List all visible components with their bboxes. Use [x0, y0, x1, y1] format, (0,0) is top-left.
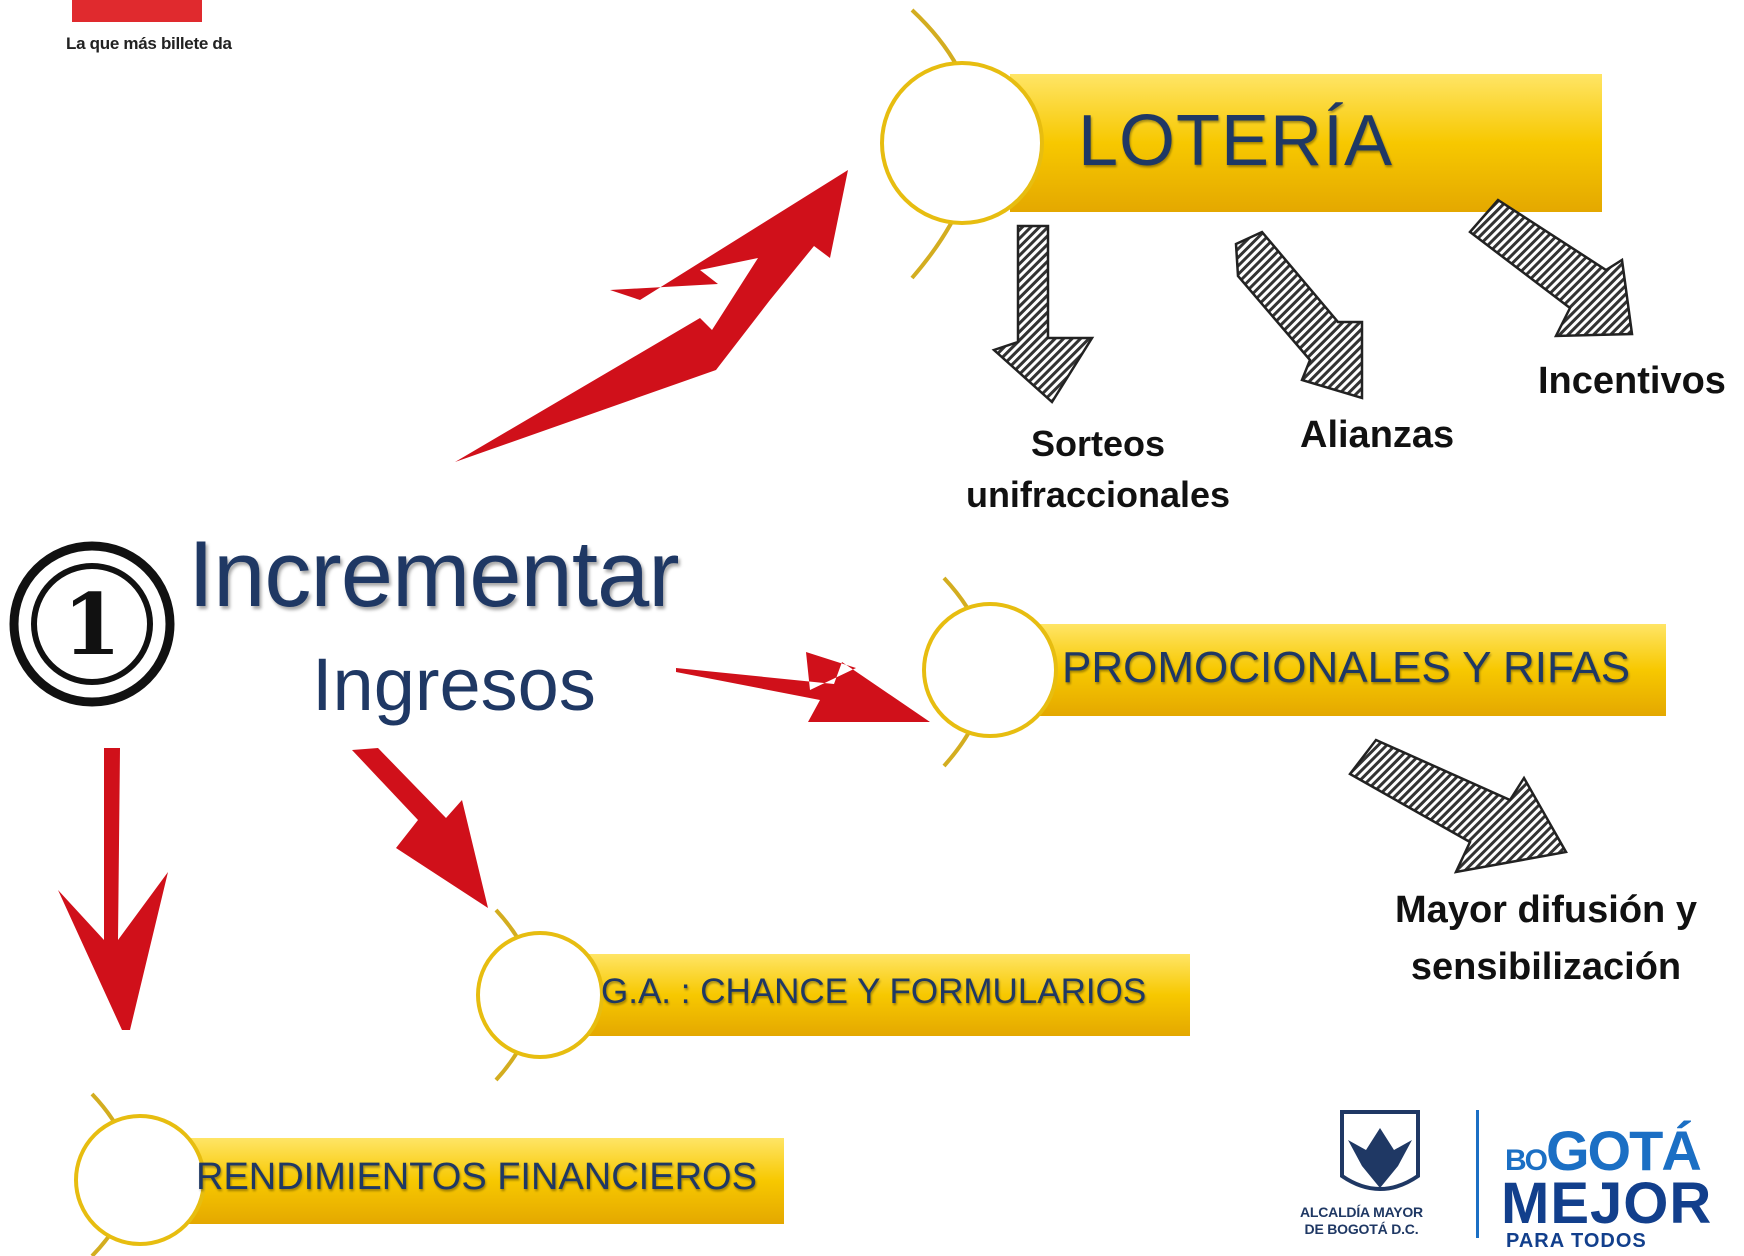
brand-tagline: La que más billete da — [66, 34, 232, 53]
ga-bar — [540, 954, 1190, 1036]
mayor-difusion-line-1: Mayor difusión y — [1395, 889, 1697, 931]
rendimientos-circle — [74, 1114, 206, 1246]
rendimientos-node — [74, 1092, 784, 1256]
bogota-logo-large: GOTÁ — [1546, 1119, 1702, 1182]
hatched-arrow-alianzas — [1234, 230, 1364, 400]
bogota-logo-word: BOGOTÁ — [1505, 1118, 1702, 1183]
alcaldia-line-2: DE BOGOTÁ D.C. — [1304, 1221, 1419, 1237]
promocionales-node — [922, 576, 1666, 768]
alcaldia-emblem — [1340, 1110, 1479, 1238]
promocionales-bar — [1010, 624, 1666, 716]
emblem-eagle — [1348, 1128, 1412, 1188]
red-arrow-to-rendimientos — [58, 748, 168, 1030]
sorteos-line-2: unifraccionales — [965, 474, 1231, 515]
alcaldia-logo-text: ALCALDÍA MAYOR DE BOGOTÁ D.C. — [1300, 1204, 1423, 1238]
mejor-logo-word: MEJOR — [1501, 1171, 1713, 1236]
loteria-label: LOTERÍA — [1078, 101, 1394, 181]
red-arrows — [58, 170, 930, 1030]
main-title: Incrementar — [188, 521, 680, 626]
number-badge: 1 — [9, 541, 175, 707]
ga-label: G.A. : CHANCE Y FORMULARIOS — [601, 972, 1147, 1011]
bogota-logo-small: BO — [1505, 1144, 1548, 1177]
hatched-arrow-incentivos — [1468, 198, 1634, 338]
red-arrow-to-promocionales — [676, 652, 930, 722]
promocionales-circle — [922, 602, 1058, 738]
hatched-arrow-sorteos — [991, 224, 1095, 404]
sorteos-label: Sorteos unifraccionales — [948, 418, 1248, 520]
ga-circle — [476, 931, 604, 1059]
rendimientos-bar — [150, 1138, 784, 1224]
alcaldia-line-1: ALCALDÍA MAYOR — [1300, 1204, 1423, 1220]
incentivos-label: Incentivos — [1538, 360, 1726, 402]
emblem-divider — [1476, 1110, 1479, 1238]
loteria-circle — [880, 61, 1044, 225]
red-arrow-to-loteria — [455, 170, 848, 462]
sketch-arrows — [991, 198, 1634, 874]
mayor-difusion-line-2: sensibilización — [1410, 946, 1682, 988]
loteria-bar — [1010, 74, 1602, 212]
red-arrow-to-ga — [352, 748, 488, 908]
loteria-node — [880, 8, 1602, 280]
hatched-arrow-mayor-difusion — [1348, 738, 1568, 874]
badge-number: 1 — [63, 575, 121, 674]
mayor-difusion-label: Mayor difusión y sensibilización — [1346, 882, 1744, 996]
para-todos-logo-word: PARA TODOS — [1506, 1230, 1647, 1252]
alianzas-label: Alianzas — [1300, 414, 1455, 456]
main-subtitle: Ingresos — [312, 643, 596, 726]
rendimientos-label: RENDIMIENTOS FINANCIEROS — [196, 1156, 757, 1198]
promocionales-label: PROMOCIONALES Y RIFAS — [1062, 643, 1631, 692]
sorteos-line-1: Sorteos — [1030, 423, 1166, 464]
brand-red-bar — [72, 0, 202, 22]
badge-inner-ring — [31, 563, 153, 685]
ga-node — [476, 908, 1190, 1082]
